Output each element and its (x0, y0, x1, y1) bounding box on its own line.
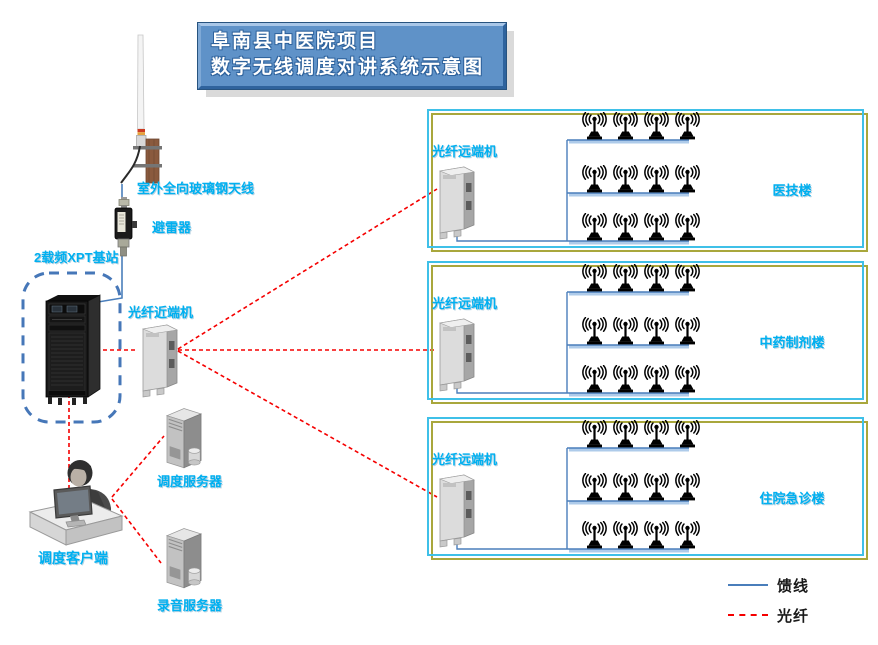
broadcast-antenna-icon (613, 165, 638, 193)
fiber-to-building-3 (177, 350, 438, 498)
feeder-lines (456, 447, 689, 553)
broadcast-antenna-icon (613, 317, 638, 345)
operator-workstation-icon (28, 460, 124, 546)
legend-fiber-row: 光纤 (728, 607, 810, 625)
fiber-line-sample (728, 614, 768, 616)
fiberglass-antenna-icon (120, 34, 162, 184)
building-box-3: 光纤远端机 住院急诊楼 (427, 417, 868, 560)
antenna-row (581, 112, 701, 140)
title-line-2: 数字无线调度对讲系统示意图 (211, 57, 485, 78)
broadcast-antenna-icon (675, 521, 700, 549)
antenna-row (581, 317, 701, 345)
fiber-converter-icon (439, 474, 475, 548)
building-box-2: 光纤远端机 中药制剂楼 (427, 261, 868, 404)
remote-device-label: 光纤远端机 (432, 452, 498, 467)
antenna-row (581, 264, 701, 292)
dispatch-server-label: 调度服务器 (157, 474, 223, 489)
broadcast-antenna-icon (644, 365, 669, 393)
broadcast-antenna-icon (582, 420, 607, 448)
broadcast-antenna-icon (613, 264, 638, 292)
feeder-line-sample (728, 584, 768, 586)
broadcast-antenna-icon (675, 473, 700, 501)
remote-device-label: 光纤远端机 (432, 296, 498, 311)
recording-server-label: 录音服务器 (157, 598, 223, 613)
antenna-row (581, 213, 701, 241)
broadcast-antenna-icon (675, 213, 700, 241)
antenna-row (581, 473, 701, 501)
building-box-1: 光纤远端机 医技楼 (427, 109, 868, 252)
broadcast-antenna-icon (613, 420, 638, 448)
fiber-lines (68, 188, 438, 564)
lightning-arrester-icon (114, 197, 137, 257)
building-name: 住院急诊楼 (759, 491, 825, 506)
broadcast-antenna-icon (582, 365, 607, 393)
near-end-label: 光纤近端机 (128, 305, 194, 320)
legend-fiber-label: 光纤 (777, 607, 810, 625)
broadcast-antenna-icon (582, 473, 607, 501)
feeder-lines (456, 291, 689, 397)
base-station-outline (21, 271, 122, 424)
broadcast-antenna-icon (675, 420, 700, 448)
broadcast-antenna-icon (675, 112, 700, 140)
broadcast-antenna-icon (644, 317, 669, 345)
fiber-converter-icon (142, 324, 178, 398)
broadcast-antenna-icon (644, 165, 669, 193)
broadcast-antenna-icon (675, 365, 700, 393)
remote-device-label: 光纤远端机 (432, 144, 498, 159)
feeder-lines (456, 139, 689, 245)
broadcast-antenna-icon (582, 112, 607, 140)
title-line-1: 阜南县中医院项目 (211, 31, 380, 52)
recording-server-icon (166, 527, 202, 589)
antenna-row (581, 521, 701, 549)
broadcast-antenna-icon (644, 420, 669, 448)
legend: 馈线 光纤 (728, 577, 809, 637)
broadcast-antenna-icon (613, 521, 638, 549)
broadcast-antenna-icon (675, 317, 700, 345)
broadcast-antenna-icon (613, 473, 638, 501)
broadcast-antenna-icon (644, 213, 669, 241)
legend-feeder-row: 馈线 (728, 577, 810, 595)
broadcast-antenna-icon (582, 521, 607, 549)
broadcast-antenna-icon (644, 521, 669, 549)
broadcast-antenna-icon (582, 213, 607, 241)
broadcast-antenna-icon (644, 112, 669, 140)
client-label: 调度客户端 (38, 550, 108, 566)
broadcast-antenna-icon (582, 317, 607, 345)
broadcast-antenna-icon (613, 365, 638, 393)
base-station-rack-icon (45, 294, 101, 405)
broadcast-antenna-icon (675, 165, 700, 193)
broadcast-antenna-icon (582, 264, 607, 292)
broadcast-antenna-icon (613, 112, 638, 140)
arrester-label: 避雷器 (152, 220, 192, 235)
antenna-row (581, 365, 701, 393)
broadcast-antenna-icon (582, 165, 607, 193)
fiber-converter-icon (439, 166, 475, 240)
base-station-label: 2载频XPT基站 (34, 250, 119, 265)
broadcast-antenna-icon (644, 264, 669, 292)
broadcast-antenna-icon (675, 264, 700, 292)
legend-feeder-label: 馈线 (777, 577, 810, 595)
building-name: 医技楼 (772, 183, 812, 198)
fiber-converter-icon (439, 318, 475, 392)
broadcast-antenna-icon (644, 473, 669, 501)
dispatch-server-icon (166, 407, 202, 469)
antenna-label: 室外全向玻璃钢天线 (137, 181, 255, 196)
building-name: 中药制剂楼 (759, 335, 825, 350)
antenna-row (581, 165, 701, 193)
broadcast-antenna-icon (613, 213, 638, 241)
fiber-to-building-1 (177, 188, 438, 350)
antenna-row (581, 420, 701, 448)
fiber-client-to-dispatch-server (111, 435, 165, 498)
diagram-title: 阜南县中医院项目 数字无线调度对讲系统示意图 (197, 22, 507, 90)
